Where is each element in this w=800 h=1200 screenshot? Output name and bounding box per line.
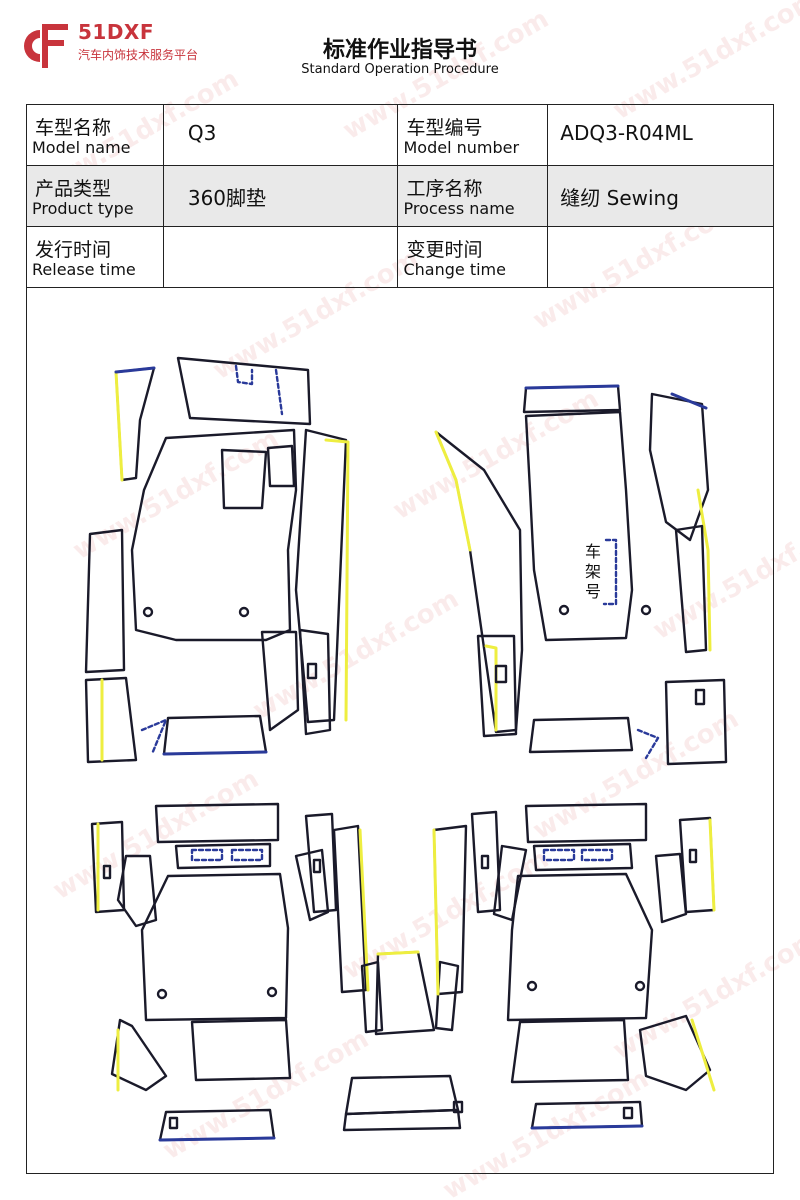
product-type-label: 产品类型 Product type: [26, 165, 164, 227]
label-cn: 车型名称: [35, 117, 112, 139]
label-cn: 车型编号: [406, 117, 483, 139]
model-name-value: Q3: [162, 104, 399, 166]
label-en: Process name: [403, 199, 515, 218]
frame-number-label: 车架号: [584, 542, 601, 601]
brand-tagline: 汽车内饰技术服务平台: [78, 48, 199, 62]
value-text: 360脚垫: [187, 186, 267, 210]
page-subtitle: Standard Operation Procedure: [301, 62, 499, 77]
mat-tunnel: [342, 950, 464, 1132]
page-title: 标准作业指导书: [322, 38, 477, 63]
label-cn: 产品类型: [35, 178, 112, 200]
model-number-value: ADQ3-R04ML: [547, 104, 774, 166]
info-row: 车型名称 Model name Q3 车型编号 Model number ADQ…: [26, 104, 774, 166]
mat-rear-left: [90, 802, 370, 1142]
release-time-value: [162, 226, 399, 288]
floor-mat-pattern-drawing: [84, 356, 728, 1142]
process-name-value: 缝纫 Sewing: [547, 165, 774, 227]
process-name-label: 工序名称 Process name: [397, 165, 549, 227]
change-time-value: [547, 226, 774, 288]
label-en: Product type: [32, 199, 134, 218]
mat-front-right: [434, 384, 728, 766]
info-row: 产品类型 Product type 360脚垫 工序名称 Process nam…: [26, 165, 774, 227]
label-cn: 发行时间: [35, 239, 112, 261]
label-en: Model number: [403, 138, 520, 157]
label-en: Release time: [32, 260, 136, 279]
change-time-label: 变更时间 Change time: [397, 226, 549, 288]
label-cn: 变更时间: [406, 239, 483, 261]
model-name-label: 车型名称 Model name: [26, 104, 164, 166]
value-text: 缝纫 Sewing: [560, 186, 679, 210]
info-table: 车型名称 Model name Q3 车型编号 Model number ADQ…: [26, 104, 774, 288]
mat-front-left: [84, 356, 350, 764]
product-type-value: 360脚垫: [162, 165, 399, 227]
label-cn: 工序名称: [406, 178, 483, 200]
model-number-label: 车型编号 Model number: [397, 104, 549, 166]
info-row: 发行时间 Release time 变更时间 Change time: [26, 226, 774, 288]
value-text: Q3: [187, 121, 217, 145]
mat-rear-right: [432, 802, 716, 1130]
value-text: ADQ3-R04ML: [560, 121, 693, 145]
pattern-diagram: 车架号: [26, 290, 774, 1174]
brand-name: 51DXF: [78, 20, 155, 44]
label-en: Model name: [32, 138, 131, 157]
label-en: Change time: [403, 260, 506, 279]
release-time-label: 发行时间 Release time: [26, 226, 164, 288]
brand-logo: 51DXF 汽车内饰技术服务平台: [20, 16, 230, 78]
df-logo-icon: [24, 24, 68, 68]
